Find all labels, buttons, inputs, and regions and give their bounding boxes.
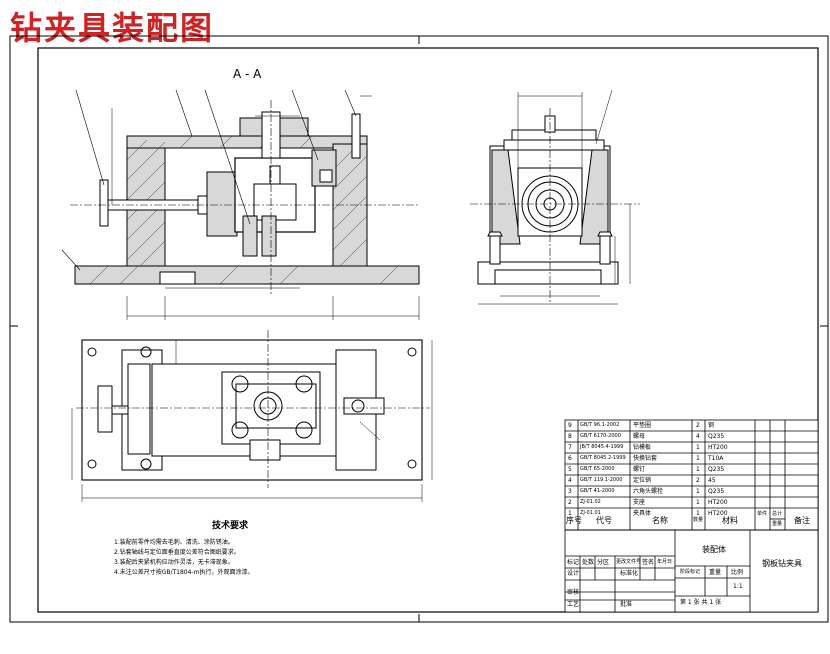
bom-header-material: 材料: [722, 516, 738, 525]
bom-name: 钻模板: [633, 444, 652, 451]
bom-no: 1: [568, 510, 572, 517]
bom-header-qty: 数量: [693, 517, 704, 523]
stage-label: 阶段标记: [680, 569, 701, 575]
revision-label: 年月日: [657, 559, 673, 565]
role-process: 工艺: [567, 601, 580, 608]
bom-header-code: 代号: [596, 516, 612, 525]
bom-material: HT200: [708, 444, 728, 451]
bom-material: Q235: [708, 488, 725, 495]
bom-name: 六角头螺栓: [633, 488, 664, 495]
bom-header-remark: 备注: [794, 516, 810, 525]
bom-name: 支座: [633, 499, 646, 506]
bom-no: 2: [568, 499, 572, 506]
bom-name: 夹具体: [633, 510, 652, 517]
role-review: 审核: [567, 589, 580, 596]
bom-material: Q235: [708, 466, 725, 473]
drawing-name: 装配体: [702, 545, 726, 554]
bom-no: 5: [568, 466, 572, 473]
bom-qty: 2: [696, 422, 700, 429]
bom-material: Q235: [708, 433, 725, 440]
bom-header-total-weight: 总计: [772, 511, 783, 517]
tech-req-item-2: 2.钻套轴线与定位面垂直度公差符合图纸要求。: [114, 549, 240, 556]
role-design: 设计: [567, 570, 580, 577]
part-name: 钢板钻夹具: [762, 559, 802, 568]
bom-code: GB/T 96.1-2002: [580, 422, 620, 428]
bom-code: ZJ-01.02: [580, 499, 601, 505]
bom-qty: 1: [696, 455, 700, 462]
bom-qty: 1: [696, 499, 700, 506]
bom-qty: 1: [696, 466, 700, 473]
bom-code: JB/T 8045.4-1999: [580, 444, 624, 450]
section-label: A - A: [233, 67, 262, 81]
standardize-label: 标准化: [620, 570, 639, 577]
bom-no: 8: [568, 433, 572, 440]
bom-name: 螺钉: [633, 466, 646, 473]
bom-qty: 4: [696, 433, 700, 440]
sheet-info: 第 1 张 共 1 张: [680, 599, 722, 606]
bom-header-name: 名称: [652, 516, 668, 525]
bom-header-no: 序号: [566, 516, 582, 525]
weight-label: 重量: [709, 569, 722, 576]
tech-req-heading: 技术要求: [212, 521, 249, 531]
tech-req-item-4: 4.未注公差尺寸按GB/T1804-m执行，外观面涂漆。: [114, 569, 254, 576]
bom-material: 45: [708, 477, 716, 484]
bom-header-unit-weight: 单件: [757, 511, 768, 517]
bom-qty: 1: [696, 444, 700, 451]
bom-name: 螺母: [633, 433, 646, 440]
revision-label: 分区: [597, 559, 610, 566]
bom-code: GB/T 41-2000: [580, 488, 615, 494]
revision-label: 标记: [567, 559, 580, 566]
bom-qty: 1: [696, 510, 700, 517]
revision-label: 签名: [642, 559, 655, 566]
scale-label: 比例: [731, 569, 744, 576]
bom-material: T10A: [708, 455, 724, 462]
bom-no: 4: [568, 477, 572, 484]
bom-no: 9: [568, 422, 572, 429]
bom-code: ZJ-01.01: [580, 510, 601, 516]
revision-label: 处数: [582, 559, 595, 566]
revision-label: 更改文件号: [616, 559, 642, 565]
bom-code: GB/T 65-2000: [580, 466, 615, 472]
top-view: [71, 330, 433, 502]
inner-frame: [37, 47, 819, 613]
drawing-title: 钻夹具装配图: [10, 9, 215, 47]
bom-qty: 2: [696, 477, 700, 484]
bom-no: 6: [568, 455, 572, 462]
side-view: [470, 89, 640, 305]
tech-req-item-3: 3.装配后夹紧机构应动作灵活，无卡滞现象。: [114, 559, 234, 566]
title-block: [564, 419, 819, 613]
bom-material: HT200: [708, 499, 728, 506]
scale-value: 1:1: [733, 583, 743, 590]
bom-code: GB/T 6170-2000: [580, 433, 621, 439]
bom-material: 钢: [708, 422, 715, 429]
bom-no: 3: [568, 488, 572, 495]
bom-no: 7: [568, 444, 572, 451]
bom-name: 定位销: [633, 477, 652, 484]
bom-name: 快换钻套: [633, 455, 658, 462]
tech-req-item-1: 1.装配前零件均需去毛刺、清洗、涂防锈油。: [114, 539, 234, 546]
bom-code: GB/T 8045.2-1999: [580, 455, 626, 461]
section-view-a-a: A - A: [61, 67, 420, 320]
bom-material: HT200: [708, 510, 728, 517]
bom-code: GB/T 119.1-2000: [580, 477, 623, 483]
role-approve: 批准: [620, 601, 633, 608]
bom-header-weight: 重量: [772, 521, 783, 527]
bom-qty: 1: [696, 488, 700, 495]
bom-name: 平垫圈: [633, 422, 652, 429]
